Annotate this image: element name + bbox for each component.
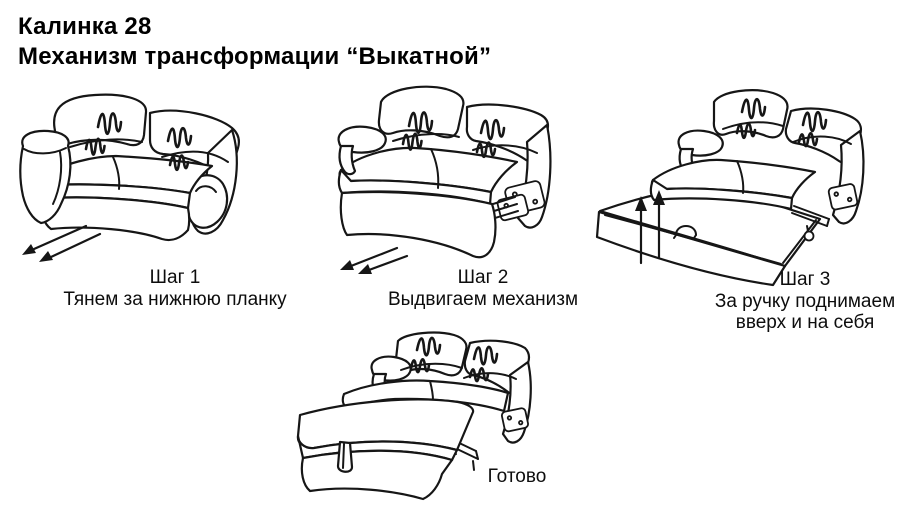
- upholstery-stitch-squiggles: [735, 97, 828, 148]
- step-label: Шаг 1: [149, 267, 201, 288]
- figure-step-3: [595, 85, 910, 295]
- step-instruction: Выдвигаем механизм: [387, 288, 579, 310]
- sofa-closed-drawing: [19, 93, 240, 262]
- figure-step-4: [280, 330, 580, 512]
- figure-step-2: [285, 80, 585, 285]
- title-line-2: Механизм трансформации “Выкатной”: [18, 43, 492, 70]
- side-bracket: [501, 407, 529, 433]
- pull-out-arrows-icon: [340, 246, 409, 274]
- rollout-platform: [595, 184, 822, 287]
- side-bracket: [827, 183, 859, 211]
- upholstery-stitch-squiggles: [84, 112, 193, 172]
- pull-out-arrows-icon: [22, 224, 102, 262]
- lift-handle: [673, 225, 697, 239]
- sofa-platform-out-drawing: [595, 89, 865, 287]
- sofa-pulled-out-drawing: [337, 85, 552, 274]
- under-seat-rails: [791, 205, 830, 242]
- caption-step-1: Шаг 1 Тянем за нижнюю планку: [55, 267, 295, 310]
- pull-strap-handle: [336, 440, 354, 473]
- caption-step-4: Готово: [427, 466, 607, 488]
- step-label: Готово: [487, 466, 547, 487]
- page-title: Калинка 28 Механизм трансформации “Выкат…: [18, 12, 491, 72]
- step-instruction: За ручку поднимаем вверх и на себя: [714, 290, 896, 334]
- step-instruction: Тянем за нижнюю планку: [63, 288, 287, 310]
- sofa-bed-unfolded-drawing: [296, 331, 532, 501]
- slide-rail-mechanism: [470, 180, 546, 226]
- step-label: Шаг 3: [779, 269, 831, 290]
- lift-up-arrows-icon: [635, 190, 665, 265]
- title-line-1: Калинка 28: [18, 13, 152, 40]
- upholstery-stitch-squiggles: [409, 336, 499, 383]
- caption-step-3: Шаг 3 За ручку поднимаем вверх и на себя: [700, 269, 910, 334]
- figure-step-1: [0, 85, 260, 280]
- caption-step-2: Шаг 2 Выдвигаем механизм: [363, 267, 603, 310]
- upholstery-stitch-squiggles: [401, 111, 506, 159]
- step-label: Шаг 2: [457, 267, 509, 288]
